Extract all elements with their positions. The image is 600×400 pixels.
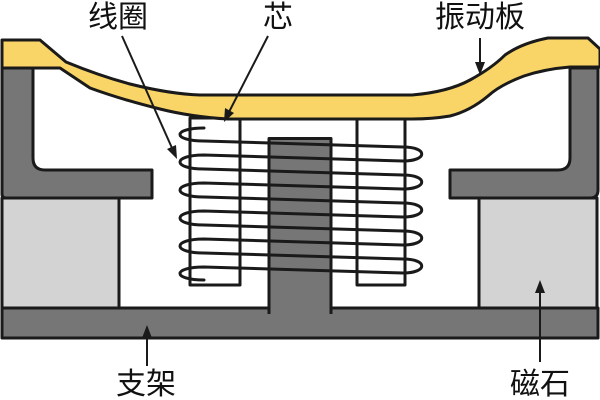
diaphragm-arrow-head [475, 62, 485, 75]
coil-arrow-head [167, 145, 177, 159]
coil-arrow-line [121, 35, 173, 149]
diaphragm-label: 振动板 [435, 0, 525, 35]
core-label: 芯 [263, 0, 293, 35]
label-magnet: 磁石 [510, 280, 570, 400]
core-arrow-line [228, 35, 269, 113]
frame-left-bracket [0, 66, 154, 200]
frame-right-bracket [448, 66, 600, 200]
core-arrow-head [224, 108, 234, 122]
label-core: 芯 [224, 0, 293, 122]
label-frame: 支架 [116, 325, 176, 400]
magnet-left [0, 196, 121, 310]
label-coil: 线圈 [88, 0, 177, 159]
diaphragm [0, 36, 600, 121]
label-diaphragm: 振动板 [435, 0, 525, 75]
magnet-label: 磁石 [510, 367, 570, 400]
frame-arrow-head [142, 325, 152, 338]
coil-label: 线圈 [88, 0, 148, 35]
magnet-arrow-head [535, 280, 545, 293]
frame-label: 支架 [116, 367, 176, 400]
coil-wire [178, 126, 424, 282]
